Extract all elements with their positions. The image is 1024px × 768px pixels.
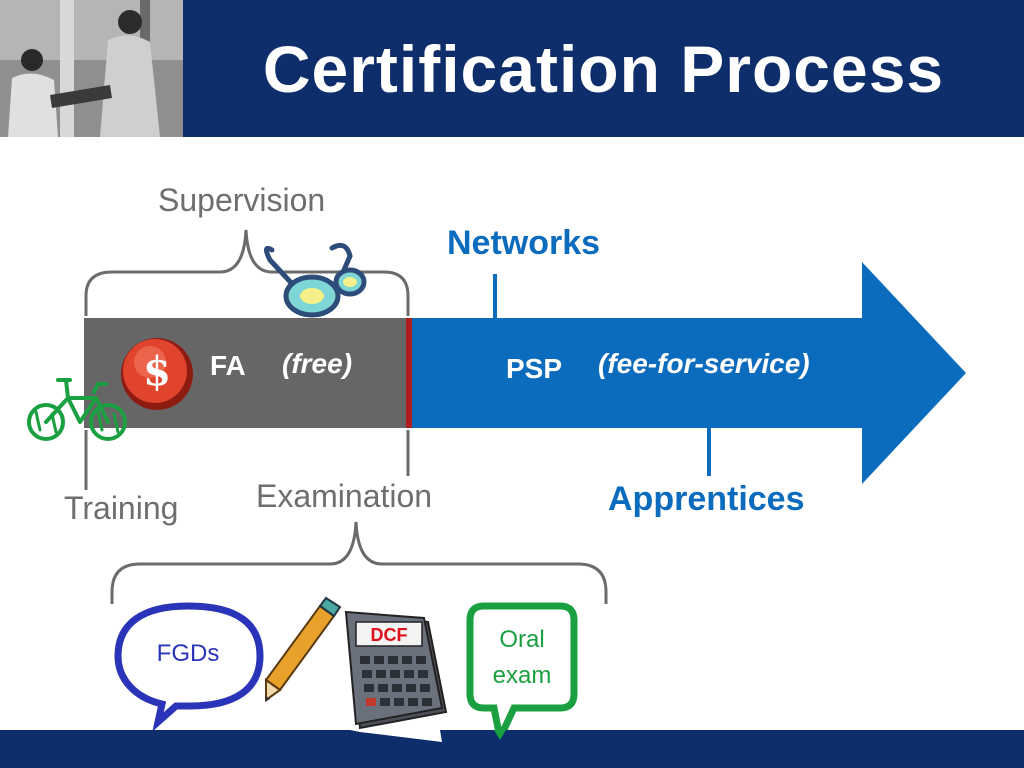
oral-exam-text: Oral exam — [474, 622, 570, 694]
apprentices-label: Apprentices — [608, 480, 805, 518]
supervision-label: Supervision — [158, 182, 326, 218]
dollar-icon — [121, 338, 193, 410]
training-label: Training — [64, 490, 179, 526]
fa-label: FA — [210, 350, 246, 381]
supervision-brace — [84, 229, 410, 316]
fa-note: (free) — [282, 348, 353, 379]
slide-title: Certification Process — [262, 31, 945, 106]
calculator-icon — [344, 610, 448, 730]
psp-label: PSP — [506, 353, 563, 384]
pencil-icon — [264, 596, 342, 702]
psp-arrow — [410, 262, 966, 484]
dollar-sign: $ — [143, 348, 171, 395]
oral-exam-line1: Oral — [499, 626, 545, 653]
bicycle-icon — [27, 378, 127, 441]
fa-psp-divider — [406, 318, 412, 428]
examination-label: Examination — [256, 478, 433, 514]
oral-exam-line2: exam — [492, 662, 552, 689]
fgds-bubble — [114, 602, 264, 732]
fgds-text: FGDs — [156, 640, 220, 667]
footer-band — [0, 730, 1024, 768]
glasses-icon — [264, 242, 367, 318]
calculator-display: DCF — [370, 625, 408, 645]
networks-label: Networks — [447, 224, 601, 262]
oral-exam-bubble — [466, 602, 578, 750]
examination-brace — [110, 521, 608, 604]
header-photo — [0, 0, 183, 137]
psp-note: (fee-for-service) — [598, 348, 810, 379]
